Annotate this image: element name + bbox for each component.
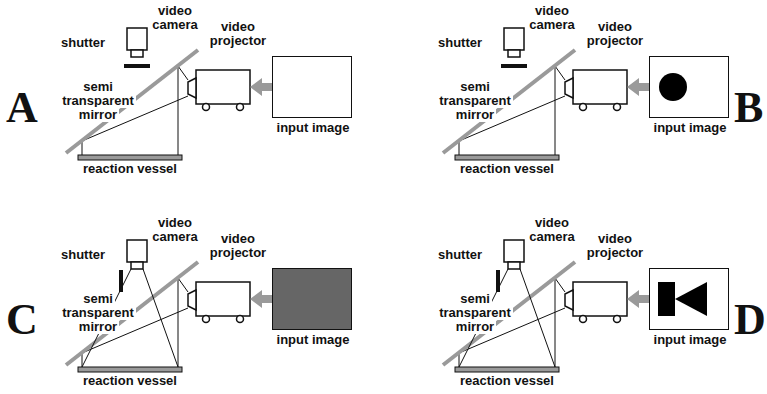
image-feed-arrow xyxy=(627,290,649,308)
video-projector: video projector xyxy=(196,70,250,104)
camera-label: video camera xyxy=(146,216,204,244)
input-image: input image xyxy=(272,268,352,330)
vessel-label: reaction vessel xyxy=(442,162,572,176)
vessel-label: reaction vessel xyxy=(65,374,195,388)
image-feed-arrow xyxy=(250,78,272,96)
input-image-label: input image xyxy=(253,121,373,135)
projector-label: video projector xyxy=(583,232,647,260)
projector-label: video projector xyxy=(206,20,270,48)
input-image: input image xyxy=(649,56,729,118)
projector-label: video projector xyxy=(206,232,270,260)
panel-letter: A xyxy=(6,84,38,132)
panel-letter: C xyxy=(6,296,38,344)
projector-label: video projector xyxy=(583,20,647,48)
input-image-label: input image xyxy=(630,333,750,347)
mirror-label: semi transparent mirror xyxy=(429,292,521,334)
shutter-label: shutter xyxy=(429,248,491,262)
video-projector: video projector xyxy=(573,70,627,104)
mirror-label: semi transparent mirror xyxy=(52,292,144,334)
camera-label: video camera xyxy=(146,4,204,32)
input-image: input image xyxy=(272,56,352,118)
input-image: input image xyxy=(649,268,729,330)
vessel-label: reaction vessel xyxy=(442,374,572,388)
input-image-label: input image xyxy=(253,333,373,347)
image-feed-arrow xyxy=(250,290,272,308)
mirror-label: semi transparent mirror xyxy=(429,80,521,122)
camera-label: video camera xyxy=(523,4,581,32)
image-feed-arrow xyxy=(627,78,649,96)
panel-letter: B xyxy=(734,84,763,132)
shutter-label: shutter xyxy=(52,36,114,50)
panel-letter: D xyxy=(734,296,766,344)
video-projector: video projector xyxy=(573,282,627,316)
video-projector: video projector xyxy=(196,282,250,316)
shutter-label: shutter xyxy=(52,248,114,262)
shutter-label: shutter xyxy=(429,36,491,50)
mirror-label: semi transparent mirror xyxy=(52,80,144,122)
camera-label: video camera xyxy=(523,216,581,244)
vessel-label: reaction vessel xyxy=(65,162,195,176)
input-image-label: input image xyxy=(630,121,750,135)
